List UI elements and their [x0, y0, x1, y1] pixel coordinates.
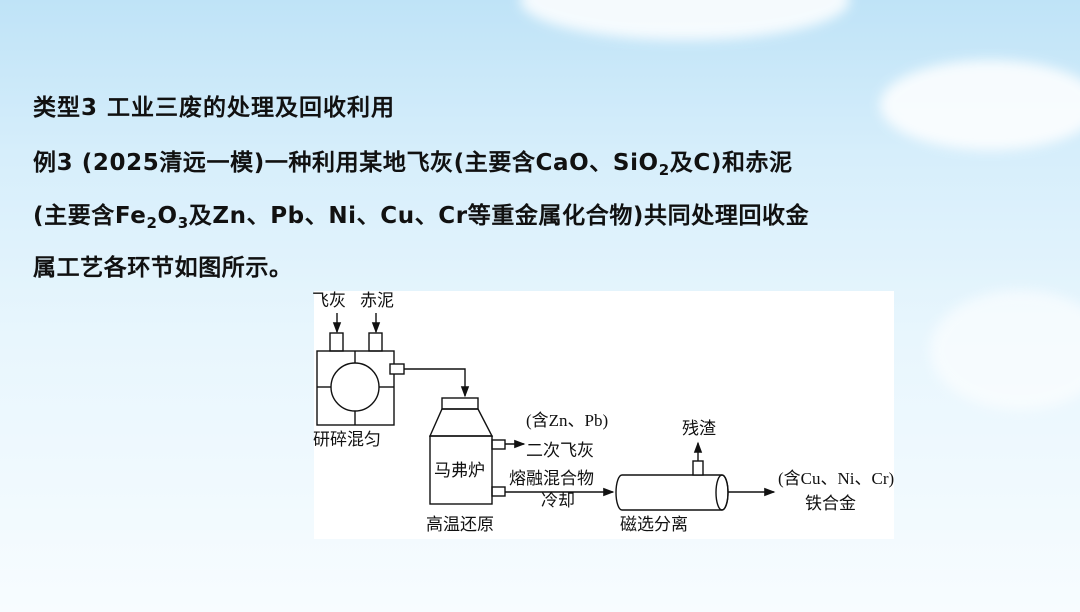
cloud [930, 290, 1080, 410]
arrow-to-furnace [404, 368, 470, 398]
separator-outlet [692, 460, 704, 476]
furnace-outlet-gas [491, 439, 506, 450]
label-secondary-ash: 二次飞灰 [526, 441, 594, 460]
question-line-3: 属工艺各环节如图所示。 [33, 255, 293, 281]
question-line-2: (主要含Fe2O3及Zn、Pb、Ni、Cu、Cr等重金属化合物)共同处理回收金 [33, 203, 810, 232]
label-residue: 残渣 [682, 419, 716, 438]
hopper-2 [368, 332, 383, 352]
furnace-body [429, 435, 493, 505]
label-fly-ash: 飞灰 [312, 291, 346, 310]
label-zn-pb-note: (含Zn、Pb) [526, 411, 608, 430]
cloud [880, 60, 1080, 150]
label-molten-mixture: 熔融混合物 [509, 469, 594, 488]
grinder-drum [330, 362, 380, 412]
grinder-outlet [389, 363, 405, 375]
furnace-outlet-melt [491, 486, 506, 497]
label-iron-alloy: 铁合金 [805, 494, 856, 513]
section-heading: 类型3 工业三废的处理及回收利用 [33, 95, 396, 121]
magnetic-separator [615, 474, 729, 511]
furnace-top [428, 408, 494, 437]
label-high-temp-reduction: 高温还原 [426, 515, 494, 534]
process-diagram [314, 291, 894, 539]
label-red-mud: 赤泥 [360, 291, 394, 310]
furnace-cap [441, 397, 479, 410]
hopper-1 [329, 332, 344, 352]
label-muffle-furnace: 马弗炉 [434, 461, 485, 480]
question-line-1: 例3 (2025清远一模)一种利用某地飞灰(主要含CaO、SiO2及C)和赤泥 [33, 150, 793, 179]
label-cu-ni-cr-note: (含Cu、Ni、Cr) [778, 469, 894, 488]
label-magnetic-separation: 磁选分离 [620, 515, 688, 534]
label-grind-mix: 研碎混匀 [313, 430, 381, 449]
label-cooling: 冷却 [541, 491, 575, 510]
